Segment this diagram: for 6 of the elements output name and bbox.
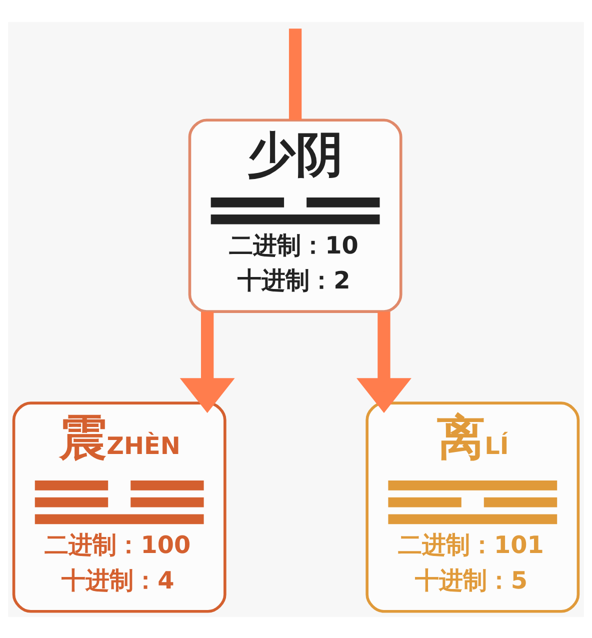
node-box: 少阴 二进制：10 十进制：2 [188,118,402,312]
node-box: 离LÍ 二进制：101 十进制：5 [366,401,580,612]
arrow [180,311,235,413]
connector [288,28,302,120]
arrow [356,311,412,413]
node-box: 震ZHÈN 二进制：100 十进制：4 [12,401,226,612]
